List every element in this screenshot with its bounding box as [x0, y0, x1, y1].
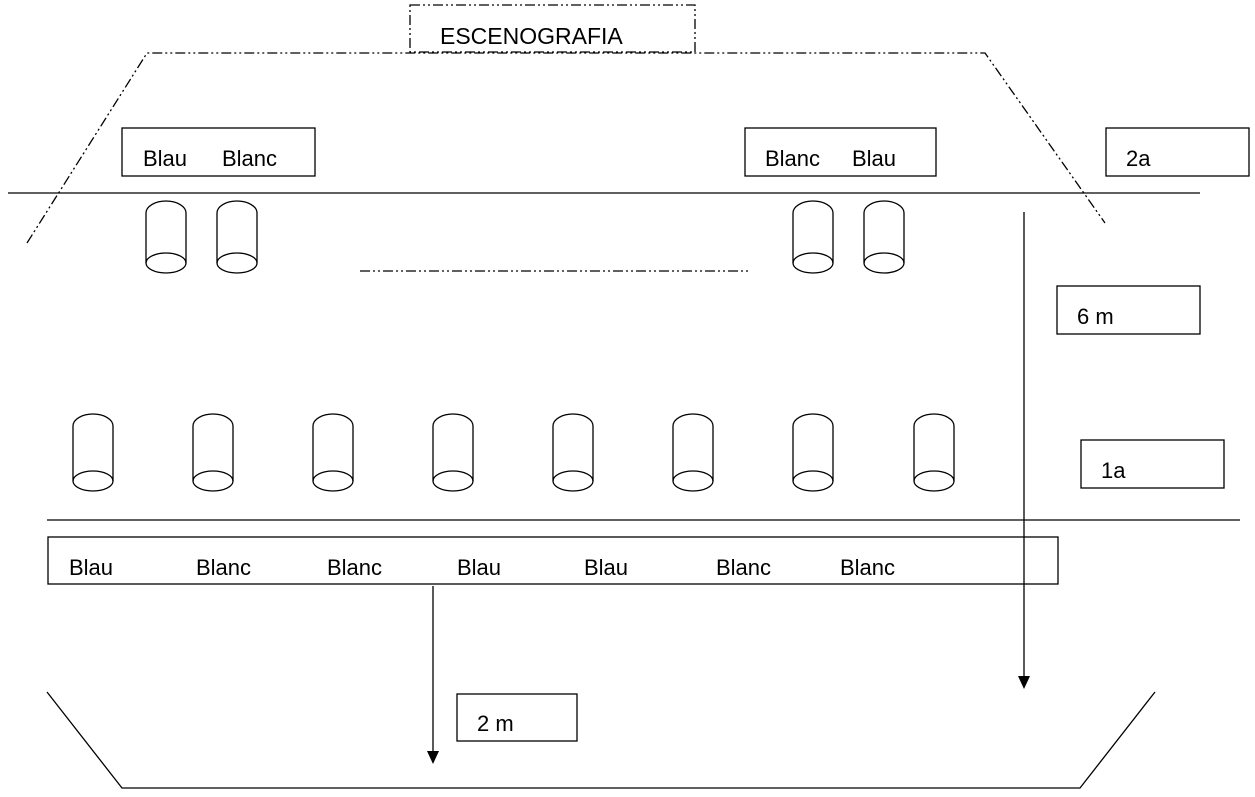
level-2a-box [1105, 127, 1250, 177]
back-right-label-2: Blau [852, 146, 896, 171]
level-1a-label: 1a [1101, 458, 1126, 483]
front-label-2: Blanc [196, 555, 251, 580]
back-right-label-box [744, 127, 937, 177]
front-label-7: Blanc [840, 555, 895, 580]
title-box [409, 4, 696, 53]
back-left-label-2: Blanc [222, 146, 277, 171]
front-label-box [47, 536, 1059, 585]
back-left-label-1: Blau [143, 146, 187, 171]
level-2a-label: 2a [1126, 146, 1151, 171]
level-1a-box [1080, 439, 1225, 489]
luminaire [552, 413, 594, 492]
back-left-label-box [121, 127, 316, 177]
luminaire [672, 413, 714, 492]
luminaire [792, 200, 834, 274]
luminaire [312, 413, 354, 492]
front-measure-label: 2 m [477, 711, 514, 736]
luminaire [145, 200, 187, 274]
depth-measure-label: 6 m [1077, 304, 1114, 329]
front-label-clip [50, 577, 1056, 583]
luminaire [192, 413, 234, 492]
front-label-3: Blanc [327, 555, 382, 580]
front-label-5: Blau [584, 555, 628, 580]
title-text: ESCENOGRAFIA [440, 23, 623, 49]
front-measure-box [456, 693, 578, 742]
luminaire [432, 413, 474, 492]
luminaire [792, 413, 834, 492]
front-arrow [427, 586, 439, 764]
front-label-4: Blau [457, 555, 501, 580]
luminaire [863, 200, 905, 274]
front-label-6: Blanc [716, 555, 771, 580]
apron-outline [46, 691, 1156, 789]
luminaire [72, 413, 114, 492]
depth-measure-box [1056, 285, 1201, 335]
luminaire [216, 200, 258, 274]
depth-arrow [1018, 212, 1030, 689]
luminaire [913, 413, 955, 492]
front-label-1: Blau [69, 555, 113, 580]
back-right-label-1: Blanc [765, 146, 820, 171]
